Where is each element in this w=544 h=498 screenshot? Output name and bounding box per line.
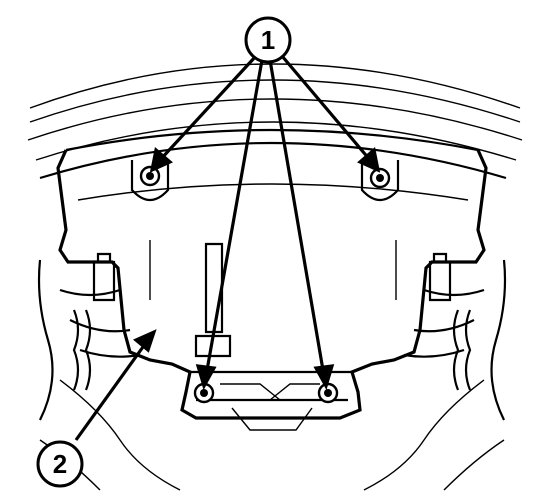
left-suspension	[37, 252, 181, 491]
callout-2: 2	[36, 440, 84, 488]
wheel-arch-lines	[27, 63, 523, 180]
callout-1-label: 1	[261, 25, 275, 55]
right-suspension	[363, 252, 507, 491]
callout-2-label: 2	[53, 449, 67, 479]
callout-2-leader	[74, 329, 157, 441]
bolt-lower-right	[317, 382, 339, 404]
bolt-upper-right	[369, 167, 391, 189]
callout-1: 1	[244, 16, 292, 64]
bolt-upper-left	[139, 165, 161, 187]
callout-1-leaders	[149, 54, 381, 391]
